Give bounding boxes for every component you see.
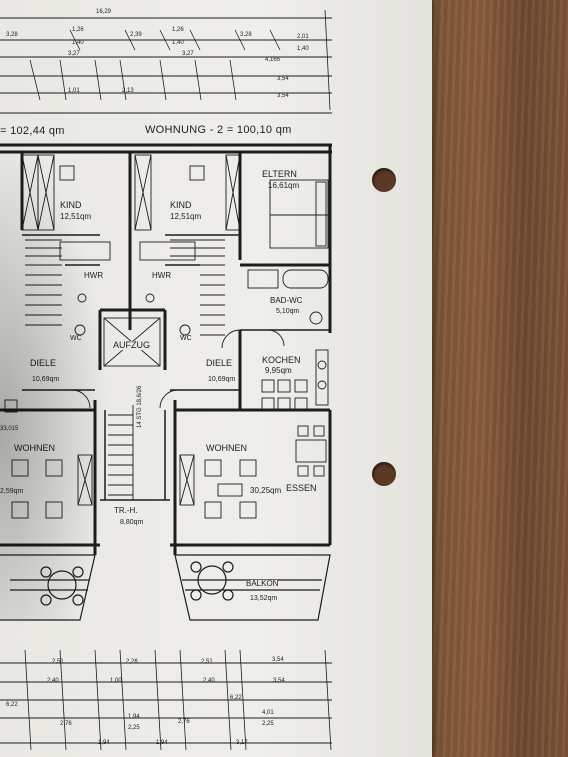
room-wohnen-2: WOHNEN: [206, 443, 247, 453]
dim-label: 1,94: [156, 740, 168, 746]
room-kind-1: KIND: [60, 200, 82, 210]
room-diele-2: DIELE: [206, 358, 233, 368]
dim-label: 2,26: [126, 659, 138, 665]
dim-label: 2,13: [122, 88, 134, 94]
room-wc-2: WC: [180, 335, 192, 342]
dim-label: 2,25: [128, 725, 140, 731]
dim-label: 1,00: [110, 678, 122, 684]
room-eltern-area: 16,61qm: [268, 181, 300, 190]
dim-label: 2,01: [297, 34, 309, 40]
dim-label: 3,54: [273, 678, 285, 684]
floor-plan-drawing: [0, 9, 332, 751]
dim-label: 1,94: [98, 740, 110, 746]
dim-label: 2,40: [203, 678, 215, 684]
room-wohnen-1: WOHNEN: [14, 443, 55, 453]
dim-label: 1,40: [172, 40, 184, 46]
room-treppenhaus-area: 8,80qm: [120, 519, 144, 526]
dim-label: 3,54: [277, 76, 289, 82]
room-essen: ESSEN: [286, 483, 317, 493]
dim-label: 3,17: [236, 740, 248, 746]
dim-label: 3,28: [6, 32, 18, 38]
punch-hole-bottom: [372, 462, 396, 486]
room-wc-1: WC: [70, 335, 82, 342]
dim-label: 3,27: [182, 51, 194, 57]
room-kind-1-area: 12,51qm: [60, 212, 92, 221]
room-hwr-1: HWR: [84, 271, 104, 280]
room-kind-2-area: 12,51qm: [170, 212, 202, 221]
room-kind-2: KIND: [170, 200, 192, 210]
dim-total: 16,29: [96, 9, 112, 15]
floor-plan-sheet: 16,29 3,28 1,26 1,40 2,39 1,26 1,40 3,28…: [0, 0, 432, 757]
room-kochen: KOCHEN: [262, 355, 301, 365]
dim-label: 2,51: [52, 659, 64, 665]
dim-label: 2,76: [178, 719, 190, 725]
room-balkon: BALKON: [246, 579, 279, 588]
dim-label: 3,27: [68, 51, 80, 57]
dim-label: 6,22: [6, 702, 18, 708]
dim-label: 3,54: [272, 657, 284, 663]
room-treppenhaus: TR.-H.: [114, 506, 138, 515]
apartment-2-area-title: WOHNUNG - 2 = 100,10 qm: [145, 124, 292, 136]
room-diele-2-area: 10,69qm: [208, 376, 236, 383]
punch-hole-top: [372, 168, 396, 192]
dim-label: 6,22: [230, 695, 242, 701]
wooden-table-background: [420, 0, 568, 757]
room-aufzug: AUFZUG: [112, 340, 151, 350]
room-eltern: ELTERN: [262, 169, 297, 179]
dim-label: 2,40: [47, 678, 59, 684]
room-bad-wc: BAD-WC: [270, 296, 303, 305]
dim-label: 4,165: [265, 57, 281, 63]
dim-label: 2,39: [130, 32, 142, 38]
room-hwr-2: HWR: [152, 271, 172, 280]
room-balkon-area: 13,52qm: [250, 595, 278, 602]
room-wohnen-1-area: 2,59qm: [0, 488, 24, 495]
dim-label: 2,76: [60, 721, 72, 727]
stair-annotation: 14 STG 18,6/26: [137, 385, 143, 428]
dim-label: 1,40: [297, 46, 309, 52]
dim-label: 2,51: [201, 659, 213, 665]
dim-label: 1,40: [72, 40, 84, 46]
room-diele-1-area: 10,69qm: [32, 376, 60, 383]
room-bad-wc-area: 5,10qm: [276, 308, 300, 315]
room-wohnen-2-area: 30,25qm: [250, 486, 282, 495]
room-kochen-area: 9,95qm: [265, 366, 292, 375]
dim-label: 1,26: [172, 27, 184, 33]
dim-label: 4,01: [262, 710, 274, 716]
dim-label: 3,28: [240, 32, 252, 38]
apartment-1-area-title: = 102,44 qm: [0, 125, 65, 137]
dim-label: 3,54: [277, 93, 289, 99]
dim-label: 1,26: [72, 27, 84, 33]
dim-label: 1,01: [68, 88, 80, 94]
dim-left-edge: 33,015: [0, 426, 19, 432]
room-diele-1: DIELE: [30, 358, 57, 368]
dim-label: 1,94: [128, 714, 140, 720]
dim-label: 2,25: [262, 721, 274, 727]
